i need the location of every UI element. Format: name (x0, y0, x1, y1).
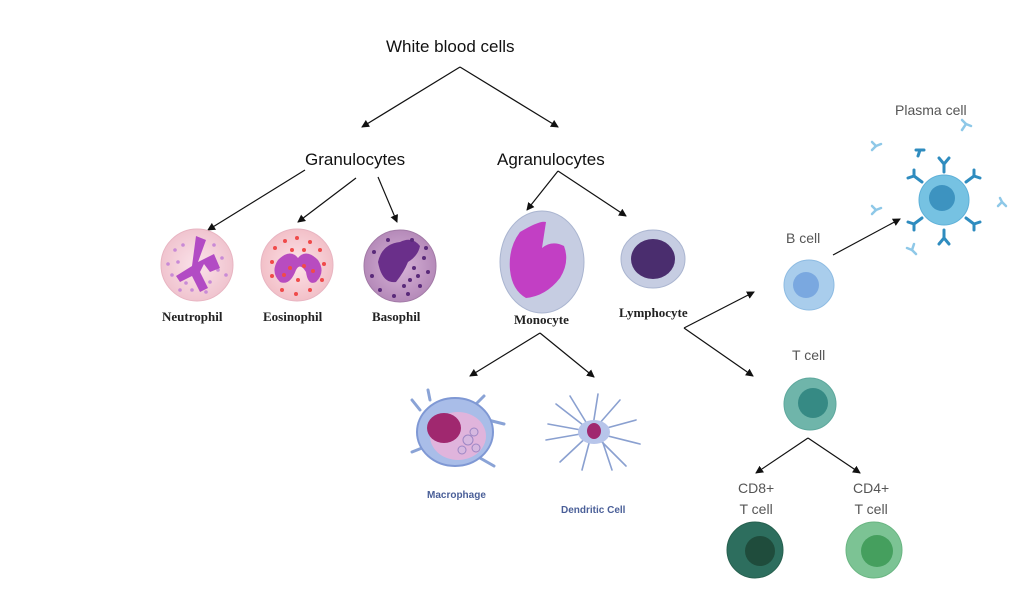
arrow-tcell-cd8 (755, 437, 809, 474)
dendritic-cell-label: Dendritic Cell (561, 505, 626, 516)
b-cell-label: B cell (786, 230, 821, 246)
arrow-wbc-granulocytes (361, 66, 461, 128)
plasma-cell-illustration (870, 118, 1008, 256)
cd8-t-cell-illustration (726, 521, 784, 579)
arrow-gran-basophil (377, 176, 398, 223)
cd8-label-line1: CD8+ (738, 480, 775, 496)
cd4-t-cell-illustration (845, 521, 903, 579)
cd4-label-line2: T cell (854, 501, 888, 517)
arrow-lymph-bcell (683, 291, 755, 329)
cd8-t-cell-label: CD8+ T cell (738, 478, 774, 520)
cd4-t-cell-label: CD4+ T cell (853, 478, 889, 520)
arrow-tcell-cd4 (807, 437, 861, 474)
agranulocytes-label: Agranulocytes (497, 150, 605, 169)
monocyte-illustration (499, 210, 585, 314)
arrow-wbc-agranulocytes (459, 66, 559, 128)
title-label: White blood cells (386, 37, 515, 56)
eosinophil-label: Eosinophil (263, 309, 323, 324)
lymphocyte-illustration (620, 229, 686, 289)
t-cell-label: T cell (792, 347, 826, 363)
eosinophil-illustration (260, 228, 334, 302)
cd8-label-line2: T cell (739, 501, 773, 517)
monocyte-label: Monocyte (514, 312, 569, 327)
lymphocyte-label: Lymphocyte (619, 305, 688, 320)
neutrophil-illustration (160, 228, 234, 302)
basophil-label: Basophil (372, 309, 421, 324)
arrow-agran-monocyte (526, 170, 559, 211)
arrow-gran-eosinophil (297, 177, 357, 223)
neutrophil-label: Neutrophil (162, 309, 223, 324)
arrows (207, 66, 901, 474)
arrow-lymph-tcell (683, 327, 754, 377)
cd4-label-line1: CD4+ (853, 480, 890, 496)
t-cell-illustration (783, 377, 837, 431)
arrow-bcell-plasma (832, 218, 901, 256)
b-cell-illustration (783, 259, 835, 311)
basophil-illustration (363, 229, 437, 303)
arrow-agran-lymphocyte (557, 170, 627, 217)
arrow-gran-neutrophil (207, 169, 306, 231)
granulocytes-label: Granulocytes (305, 150, 406, 169)
dendritic-cell-illustration (545, 393, 641, 471)
macrophage-label: Macrophage (427, 490, 486, 501)
arrow-mono-macrophage (469, 332, 541, 377)
plasma-cell-label: Plasma cell (895, 102, 967, 118)
macrophage-illustration (410, 388, 506, 468)
arrow-mono-dendritic (539, 332, 595, 378)
